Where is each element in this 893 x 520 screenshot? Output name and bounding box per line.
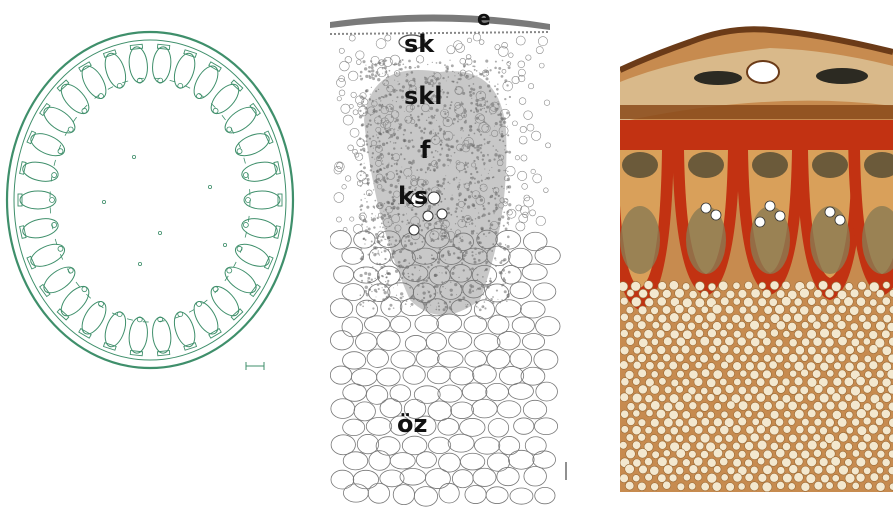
label-ks: ks xyxy=(398,184,428,208)
label-sk: sk xyxy=(404,32,434,56)
label-e: e xyxy=(477,8,491,28)
tissue-drawing-svg xyxy=(330,0,590,520)
stem-cross-section-diagram xyxy=(0,0,300,400)
micrograph-svg xyxy=(620,0,893,492)
stained-micrograph: 50 µm xyxy=(620,0,893,492)
diagram-outline-svg xyxy=(0,0,300,400)
label-skl: skl xyxy=(404,84,442,108)
tissue-drawing-panel: e sk skl f ks öz xyxy=(330,0,590,520)
label-oz: öz xyxy=(397,412,427,436)
label-f: f xyxy=(420,138,430,162)
scale-bar-label: 50 µm xyxy=(630,4,644,46)
